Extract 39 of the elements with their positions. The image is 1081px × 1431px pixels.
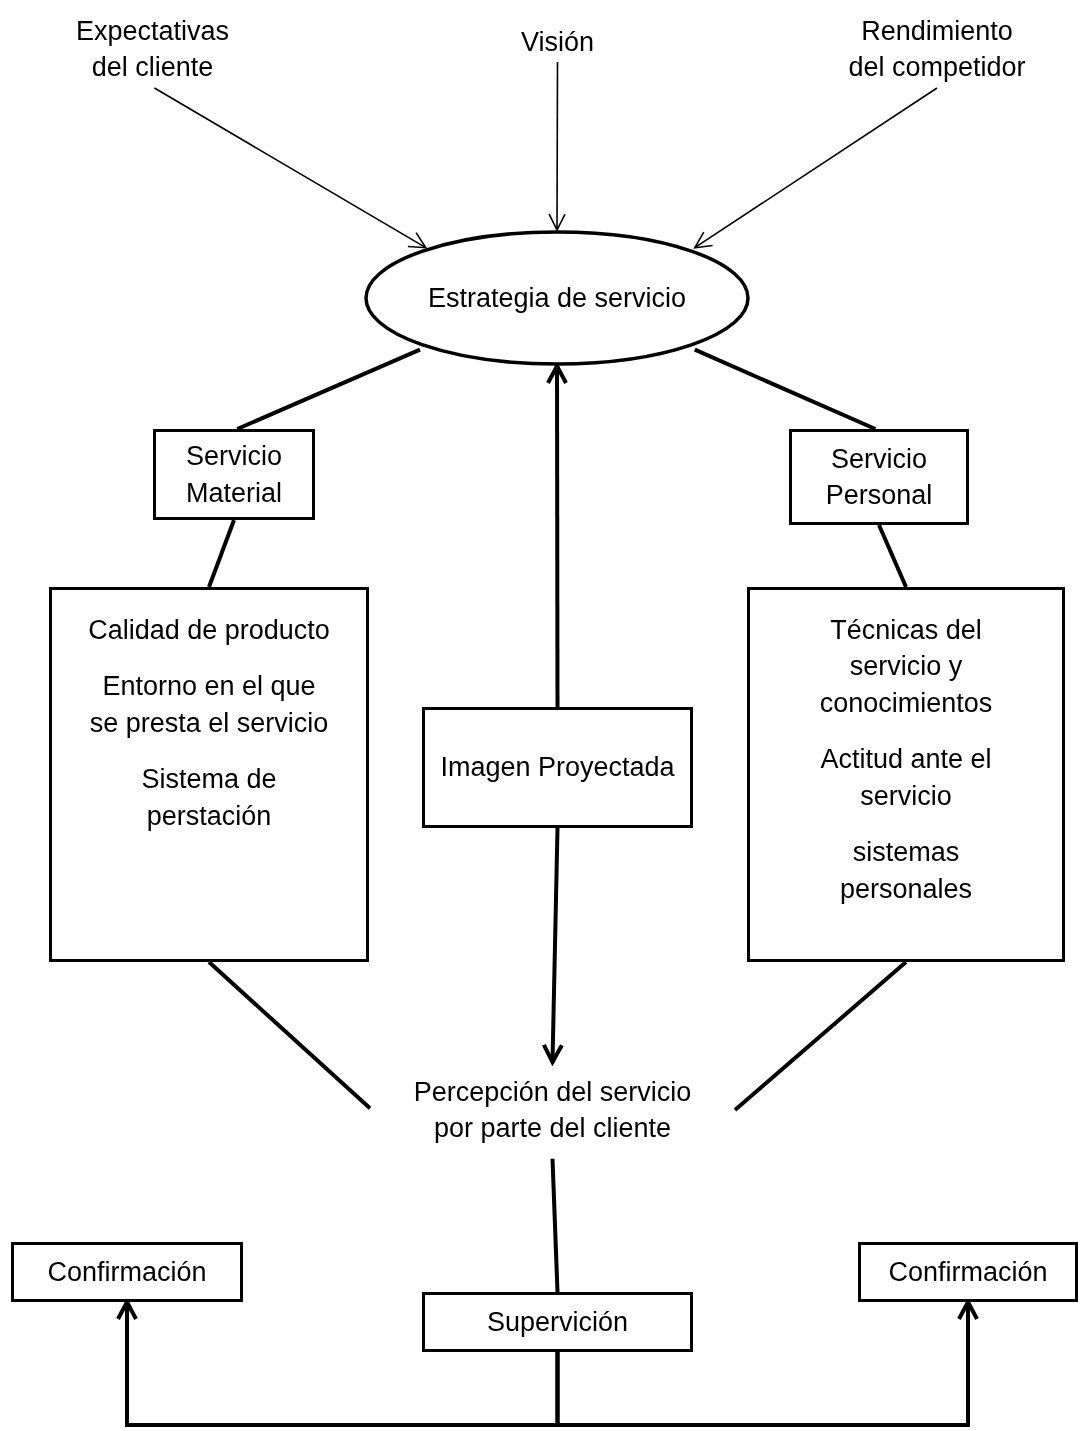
arrow bbox=[548, 61, 566, 231]
arrow bbox=[153, 87, 427, 249]
label-text: Rendimiento del competidor bbox=[847, 14, 1027, 84]
process-box bbox=[789, 429, 969, 525]
connector-line bbox=[550, 1158, 560, 1293]
node-text: Confirmación bbox=[47, 1255, 207, 1289]
node-text: Entorno en el que se presta el servicio bbox=[88, 670, 330, 740]
arrow bbox=[546, 364, 568, 707]
process-box bbox=[49, 587, 369, 962]
connector-line bbox=[733, 960, 908, 1112]
node-text: Servicio Material bbox=[185, 440, 283, 510]
connector-line bbox=[877, 524, 908, 588]
node-text: Confirmación bbox=[888, 1255, 1048, 1289]
process-box bbox=[11, 1242, 243, 1302]
connector-line bbox=[207, 519, 236, 588]
connector-line bbox=[207, 960, 372, 1110]
label-text: Visión bbox=[520, 25, 595, 59]
process-box bbox=[422, 1292, 693, 1352]
connector-line bbox=[694, 347, 877, 431]
label-text: Expectativas del cliente bbox=[74, 14, 231, 84]
node-text: sistemas personales bbox=[838, 836, 974, 906]
arrow bbox=[541, 827, 564, 1065]
node-text: Servicio Personal bbox=[824, 442, 934, 512]
process-box bbox=[422, 707, 693, 828]
node-text: Técnicas del servicio y conocimientos bbox=[818, 614, 994, 720]
connector-line bbox=[236, 347, 421, 431]
node-text: Estrategia de servicio bbox=[427, 281, 687, 315]
node-text: Imagen Proyectada bbox=[440, 751, 675, 785]
node-text: Sistema de perstación bbox=[140, 763, 278, 833]
label-text: Percepción del servicio por parte del cliente bbox=[412, 1075, 693, 1145]
ellipse-node bbox=[364, 230, 750, 366]
node-text: Calidad de producto bbox=[88, 614, 330, 647]
process-box bbox=[153, 429, 315, 520]
arrow bbox=[555, 1300, 979, 1427]
process-box bbox=[747, 587, 1065, 962]
process-box bbox=[858, 1242, 1078, 1302]
arrow bbox=[694, 87, 938, 249]
node-text: Actitud ante el servicio bbox=[819, 743, 993, 813]
node-text: Supervición bbox=[486, 1305, 629, 1339]
